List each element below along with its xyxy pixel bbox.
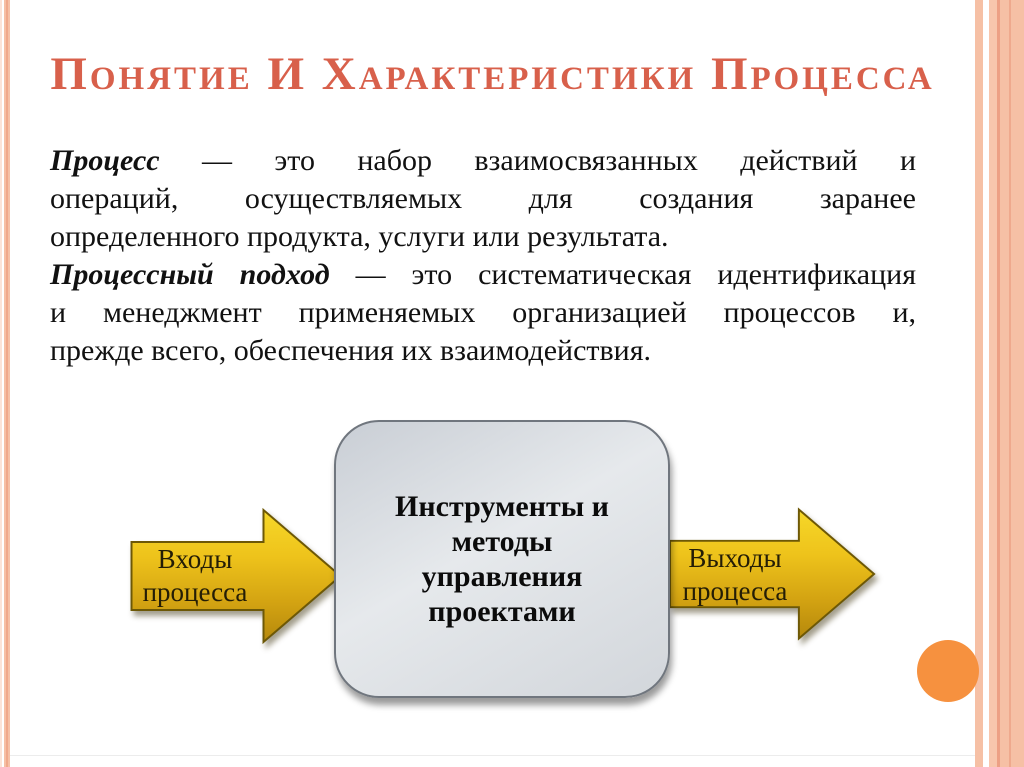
paragraph-line: и менеджмент применяемых организацией пр… — [50, 296, 916, 329]
arrow-label-line: Выходы — [688, 543, 782, 573]
process-box-text-line: Инструменты и — [395, 490, 609, 523]
paragraph-line: прежде всего, обеспечения их взаимодейст… — [50, 334, 652, 367]
accent-circle — [917, 640, 979, 702]
definitions-block: Процесс — это набор взаимосвязанных дейс… — [50, 142, 916, 370]
process-box-text-line: управления — [421, 560, 583, 593]
output-arrow: Выходы процесса — [668, 505, 886, 645]
arrow-label-line: процесса — [682, 576, 788, 606]
input-arrow-label: Входы процесса — [128, 542, 262, 610]
paragraph-line: Процесс — это набор взаимосвязанных дейс… — [50, 142, 916, 180]
left-border-stripes — [0, 0, 10, 767]
process-box: Инструменты и методы управления проектам… — [334, 420, 670, 698]
process-box-text-line: методы — [451, 525, 553, 558]
definition-paragraph-process-approach: Процессный подход — это систематическая … — [50, 256, 916, 370]
input-arrow: Входы процесса — [128, 506, 346, 646]
term-process: Процесс — [50, 144, 160, 177]
definition-text: — это набор взаимосвязанных действий и — [159, 144, 916, 177]
paragraph-line: операций, осуществляемых для создания за… — [50, 182, 916, 215]
arrow-label-line: Входы — [157, 544, 233, 574]
process-box-text-line: проектами — [428, 595, 576, 628]
arrow-right-icon — [130, 507, 343, 645]
definition-text: — это систематическая идентификация — [329, 258, 917, 291]
right-border-stripes — [975, 0, 1024, 767]
page-title: Понятие и характеристики процесса — [50, 48, 935, 100]
paragraph-line: Процессный подход — это систематическая … — [50, 256, 916, 294]
arrow-label-line: процесса — [142, 577, 248, 607]
paragraph-line: определенного продукта, услуги или резул… — [50, 220, 669, 253]
definition-paragraph-process: Процесс — это набор взаимосвязанных дейс… — [50, 142, 916, 256]
arrow-right-icon — [668, 507, 876, 641]
output-arrow-label: Выходы процесса — [668, 541, 802, 609]
slide-bottom-divider — [10, 755, 975, 756]
term-process-approach: Процессный подход — [50, 258, 330, 291]
